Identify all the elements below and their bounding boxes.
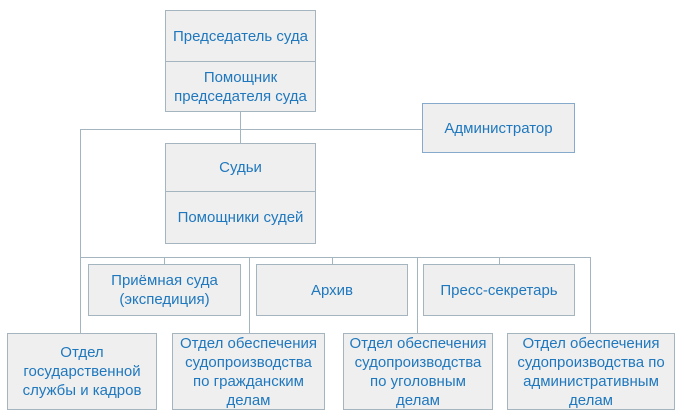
org-node-label: Администратор <box>444 119 553 137</box>
org-node-archive: Архив <box>256 264 408 316</box>
org-node-label: Отдел обеспечения судопроизводства по ад… <box>517 334 665 409</box>
org-node-judges-assistants: Помощники судей <box>165 191 316 244</box>
org-node-administrative-cases-dept: Отдел обеспечения судопроизводства по ад… <box>507 333 675 410</box>
org-node-civil-service-dept: Отдел государственной службы и кадров <box>7 333 157 410</box>
org-node-civil-cases-dept: Отдел обеспечения судопроизводства по гр… <box>172 333 325 410</box>
org-node-criminal-cases-dept: Отдел обеспечения судопроизводства по уг… <box>343 333 493 410</box>
connector-chairman-to-judges <box>240 112 241 143</box>
org-node-press-secretary: Пресс-секретарь <box>423 264 575 316</box>
org-node-label: Отдел обеспечения судопроизводства по гр… <box>179 334 318 409</box>
org-node-label: Председатель суда <box>172 27 309 45</box>
org-node-chairman: Председатель суда <box>165 10 316 62</box>
org-node-judges: Судьи <box>165 143 316 192</box>
org-node-label: Помощники судей <box>177 209 304 226</box>
connector-drop-administrative-cases <box>590 257 591 333</box>
org-node-label: Отдел государственной службы и кадров <box>22 344 142 399</box>
connector-stub-press-secretary <box>499 257 500 264</box>
org-node-administrator: Администратор <box>422 103 575 153</box>
connector-horizontal-lower <box>80 257 590 258</box>
org-node-label: Архив <box>310 281 354 299</box>
org-node-label: Судьи <box>219 159 262 176</box>
connector-stub-archive <box>332 257 333 264</box>
connector-drop-criminal-cases <box>417 257 418 333</box>
connector-trunk-left <box>80 129 81 333</box>
org-node-reception: Приёмная суда (экспедиция) <box>88 264 241 316</box>
connector-stub-reception <box>164 257 165 264</box>
org-node-label: Помощник председателя суда <box>174 68 307 105</box>
org-node-label: Приёмная суда (экспедиция) <box>111 272 218 308</box>
org-node-chairman-assistant: Помощник председателя суда <box>165 61 316 112</box>
connector-horizontal-top <box>80 129 422 130</box>
org-node-label: Отдел обеспечения судопроизводства по уг… <box>349 334 487 409</box>
org-node-label: Пресс-секретарь <box>440 281 558 299</box>
connector-drop-civil-cases <box>249 257 250 333</box>
